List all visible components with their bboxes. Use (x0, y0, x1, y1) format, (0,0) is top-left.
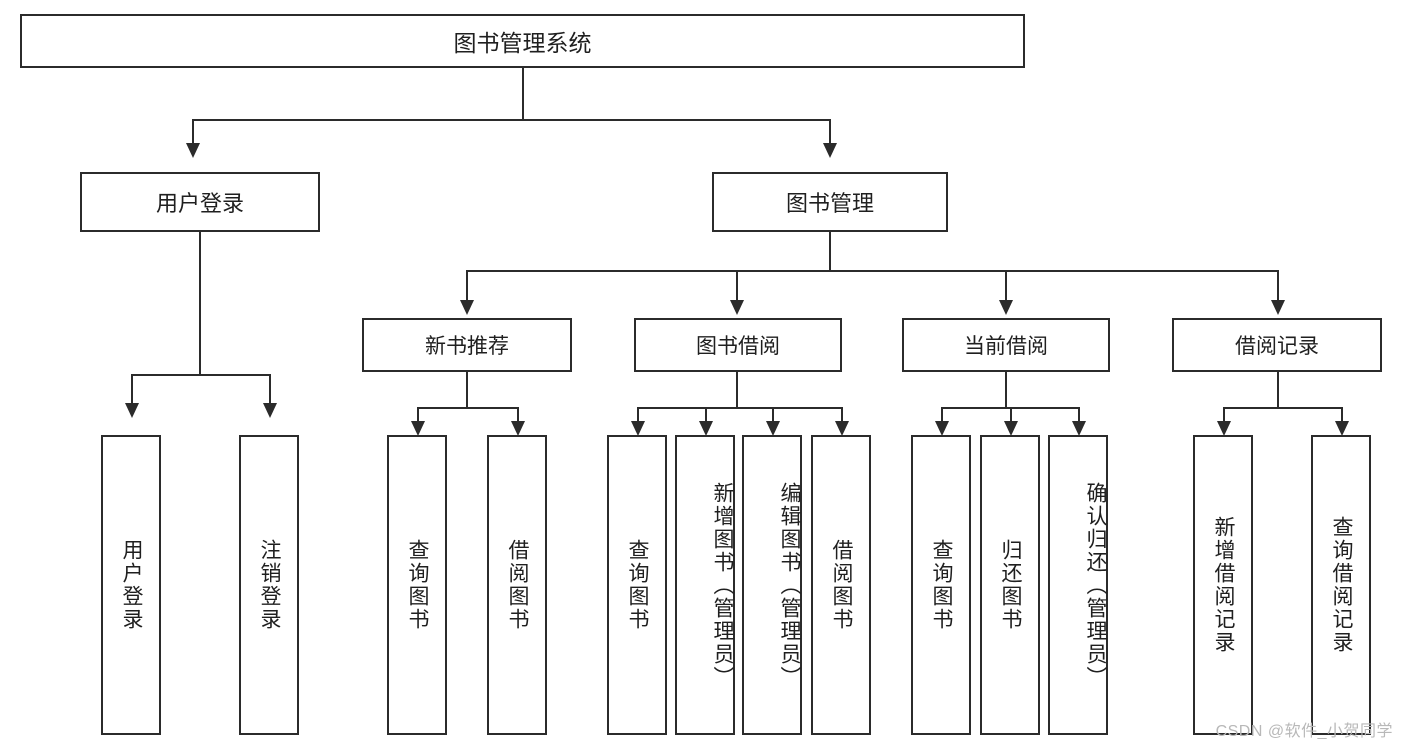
arrowhead-bm-to-book-borrow (730, 300, 744, 315)
node-root-book-management-system[interactable]: 图书管理系统 (20, 14, 1025, 68)
edge-bm-to-new-book (466, 270, 468, 303)
node-label: 新书推荐 (425, 335, 509, 358)
edge-root-bus (192, 119, 831, 121)
node-label: 图书管理系统 (453, 30, 592, 56)
edge-root-stem (522, 68, 524, 120)
arrowhead-bb-to-leaf-1 (631, 421, 645, 436)
edge-bm-to-book-borrow (736, 270, 738, 303)
leaf-book-borrow-add-book-admin[interactable]: 新增图书（管理员） (675, 435, 735, 735)
edge-cb-to-leaf-2 (1010, 407, 1012, 427)
arrowhead-bm-to-borrow-record (1271, 300, 1285, 315)
edge-borrow-record-stem (1277, 372, 1279, 408)
arrowhead-bm-to-current-borrow (999, 300, 1013, 315)
edge-book-borrow-stem (736, 372, 738, 408)
arrowhead-cb-to-leaf-3 (1072, 421, 1086, 436)
edge-nb-to-leaf-2 (517, 407, 519, 427)
edge-nb-to-leaf-1 (417, 407, 419, 427)
node-label: 确认归还（管理员） (1084, 481, 1107, 689)
arrowhead-root-to-user-login (186, 143, 200, 158)
arrowhead-br-to-leaf-2 (1335, 421, 1349, 436)
arrowhead-bm-to-new-book (460, 300, 474, 315)
node-label: 归还图书 (999, 539, 1023, 631)
edge-bb-to-leaf-2 (705, 407, 707, 427)
node-user-login[interactable]: 用户登录 (80, 172, 320, 232)
node-label: 用户登录 (155, 191, 244, 216)
edge-bm-to-current-borrow (1005, 270, 1007, 303)
node-label: 当前借阅 (964, 335, 1048, 358)
leaf-borrow-record-add[interactable]: 新增借阅记录 (1193, 435, 1253, 735)
leaf-book-borrow-query[interactable]: 查询图书 (607, 435, 667, 735)
node-label: 新增借阅记录 (1212, 516, 1236, 654)
leaf-current-borrow-query[interactable]: 查询图书 (911, 435, 971, 735)
leaf-current-borrow-return[interactable]: 归还图书 (980, 435, 1040, 735)
leaf-current-borrow-confirm-return-admin[interactable]: 确认归还（管理员） (1048, 435, 1108, 735)
edge-br-to-leaf-2 (1341, 407, 1343, 427)
edge-user-login-bus (131, 374, 271, 376)
node-current-borrow[interactable]: 当前借阅 (902, 318, 1110, 372)
node-label: 注销登录 (258, 539, 282, 631)
arrowhead-cb-to-leaf-2 (1004, 421, 1018, 436)
edge-user-login-to-leaf-2 (269, 374, 271, 406)
arrowhead-br-to-leaf-1 (1217, 421, 1231, 436)
node-book-borrow[interactable]: 图书借阅 (634, 318, 842, 372)
node-label: 查询图书 (626, 539, 650, 631)
edge-new-book-bus (417, 407, 518, 409)
edge-book-management-bus (466, 270, 1277, 272)
node-label: 图书借阅 (696, 335, 780, 358)
edge-cb-to-leaf-3 (1078, 407, 1080, 427)
edge-current-borrow-stem (1005, 372, 1007, 408)
node-new-book-recommend[interactable]: 新书推荐 (362, 318, 572, 372)
edge-user-login-stem (199, 232, 201, 375)
edge-cb-to-leaf-1 (941, 407, 943, 427)
arrowhead-bb-to-leaf-4 (835, 421, 849, 436)
arrowhead-nb-to-leaf-1 (411, 421, 425, 436)
node-label: 新增图书（管理员） (711, 481, 734, 689)
arrowhead-user-login-to-leaf-1 (125, 403, 139, 418)
node-label: 用户登录 (120, 539, 144, 631)
node-borrow-record[interactable]: 借阅记录 (1172, 318, 1382, 372)
node-label: 编辑图书（管理员） (778, 481, 801, 689)
node-book-management[interactable]: 图书管理 (712, 172, 948, 232)
arrowhead-bb-to-leaf-2 (699, 421, 713, 436)
leaf-user-login-login[interactable]: 用户登录 (101, 435, 161, 735)
node-label: 查询图书 (406, 539, 430, 631)
edge-book-management-stem (829, 232, 831, 271)
edge-bb-to-leaf-4 (841, 407, 843, 427)
leaf-user-login-logout[interactable]: 注销登录 (239, 435, 299, 735)
edge-root-to-user-login (192, 119, 194, 146)
leaf-new-book-borrow[interactable]: 借阅图书 (487, 435, 547, 735)
leaf-book-borrow-edit-book-admin[interactable]: 编辑图书（管理员） (742, 435, 802, 735)
arrowhead-user-login-to-leaf-2 (263, 403, 277, 418)
leaf-book-borrow-borrow-book[interactable]: 借阅图书 (811, 435, 871, 735)
edge-bb-to-leaf-1 (637, 407, 639, 427)
edge-borrow-record-bus (1223, 407, 1342, 409)
node-label: 图书管理 (785, 191, 874, 216)
leaf-borrow-record-query[interactable]: 查询借阅记录 (1311, 435, 1371, 735)
arrowhead-cb-to-leaf-1 (935, 421, 949, 436)
arrowhead-bb-to-leaf-3 (766, 421, 780, 436)
node-label: 借阅图书 (830, 539, 854, 631)
node-label: 查询图书 (930, 539, 954, 631)
edge-root-to-book-management (829, 119, 831, 146)
edge-book-borrow-bus (637, 407, 843, 409)
arrowhead-nb-to-leaf-2 (511, 421, 525, 436)
edge-user-login-to-leaf-1 (131, 374, 133, 406)
node-label: 查询借阅记录 (1330, 516, 1354, 654)
arrowhead-root-to-book-management (823, 143, 837, 158)
node-label: 借阅记录 (1235, 335, 1319, 358)
edge-br-to-leaf-1 (1223, 407, 1225, 427)
leaf-new-book-query[interactable]: 查询图书 (387, 435, 447, 735)
edge-new-book-stem (466, 372, 468, 408)
edge-bb-to-leaf-3 (772, 407, 774, 427)
node-label: 借阅图书 (506, 539, 530, 631)
edge-bm-to-borrow-record (1277, 270, 1279, 303)
